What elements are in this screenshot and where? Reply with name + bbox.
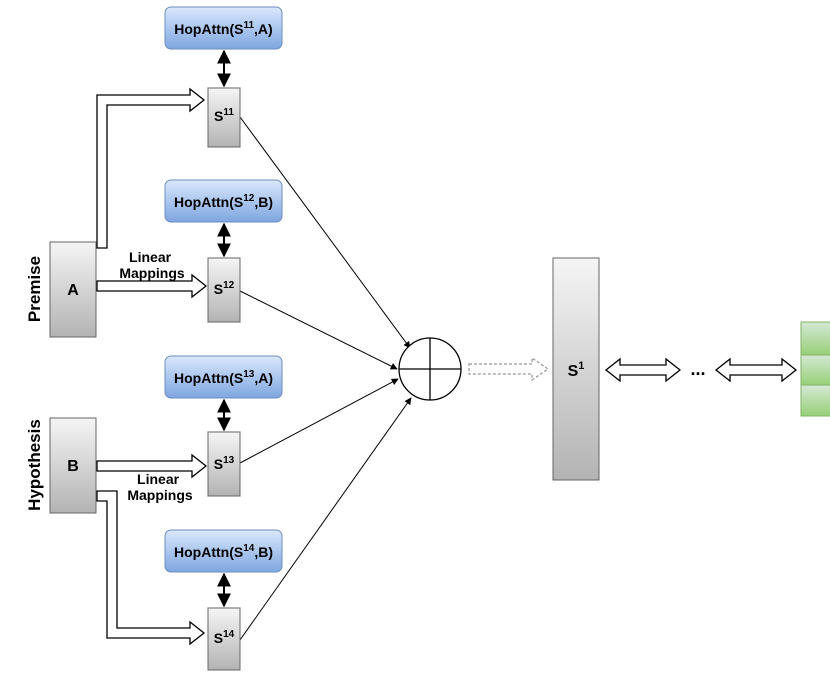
- svg-text:S13: S13: [214, 455, 235, 472]
- svg-text:HopAttn(S12,B): HopAttn(S12,B): [174, 193, 273, 210]
- svg-text:S12: S12: [214, 280, 235, 297]
- node-b-label: B: [67, 458, 79, 475]
- s11-node: S11: [207, 87, 241, 148]
- ellipsis-label: ...: [690, 359, 705, 379]
- linear-mappings-1-line2: Mappings: [119, 265, 185, 281]
- hop-attn-2-sup: 12: [243, 193, 255, 204]
- s12-node: S12: [207, 257, 241, 323]
- node-a-label: A: [67, 282, 79, 299]
- premise-label: Premise: [25, 256, 44, 322]
- s11-sup: 11: [223, 107, 234, 118]
- sum-node: [398, 337, 462, 401]
- output-vector-cell-3: [800, 384, 830, 417]
- svg-text:HopAttn(S14,B): HopAttn(S14,B): [174, 543, 273, 560]
- dashed-arrow-sum-to-s1: [468, 356, 550, 382]
- hop-attn-box-3: HopAttn(S13,A): [164, 355, 283, 399]
- hop-attn-4-prefix: HopAttn(S: [174, 544, 243, 560]
- connector-s11-to-sum: [239, 116, 411, 349]
- svg-text:S1: S1: [568, 360, 585, 380]
- linear-mappings-label-2: Linear Mappings: [127, 471, 193, 503]
- s14-base: S: [214, 630, 223, 646]
- svg-text:S11: S11: [214, 107, 234, 124]
- flow-arrow-b-to-s13: [96, 453, 208, 479]
- linear-mappings-2-line2: Mappings: [127, 487, 193, 503]
- hop-attn-box-2: HopAttn(S12,B): [164, 179, 283, 223]
- hop-attn-1-prefix: HopAttn(S: [174, 21, 243, 37]
- hop-attn-2-prefix: HopAttn(S: [174, 194, 243, 210]
- s12-base: S: [214, 281, 223, 297]
- s13-node: S13: [207, 431, 241, 497]
- svg-text:S14: S14: [214, 629, 235, 646]
- linear-mappings-label-1: Linear Mappings: [119, 249, 185, 281]
- linear-mappings-2-line1: Linear: [137, 471, 180, 487]
- double-arrow-s1-to-ellipsis: [604, 357, 682, 383]
- hop-attn-3-suffix: ,A): [254, 370, 273, 386]
- hop-attn-3-sup: 13: [243, 369, 255, 380]
- flow-arrow-a-to-s12: [96, 273, 208, 299]
- connector-s14-to-sum: [239, 397, 412, 641]
- s14-sup: 14: [223, 629, 235, 640]
- double-arrow-ellipsis-to-output: [714, 357, 798, 383]
- flow-arrow-a-to-s11: [96, 87, 206, 249]
- node-b: B: [49, 417, 97, 514]
- hop-attn-1-suffix: ,A): [254, 21, 273, 37]
- hypothesis-label: Hypothesis: [25, 419, 44, 511]
- output-vector: [800, 321, 830, 417]
- svg-text:HopAttn(S13,A): HopAttn(S13,A): [174, 369, 273, 386]
- s1-sup: 1: [578, 360, 584, 372]
- svg-text:HopAttn(S11,A): HopAttn(S11,A): [174, 20, 272, 37]
- flow-arrow-b-to-s14: [96, 490, 206, 646]
- s14-node: S14: [207, 607, 241, 671]
- s12-sup: 12: [223, 280, 235, 291]
- output-vector-cell-1: [800, 321, 830, 356]
- hop-attn-3-prefix: HopAttn(S: [174, 370, 243, 386]
- hop-attn-4-suffix: ,B): [254, 544, 273, 560]
- hop-attn-box-1: HopAttn(S11,A): [164, 6, 283, 50]
- hop-attn-box-4: HopAttn(S14,B): [164, 529, 283, 573]
- hop-attn-4-sup: 14: [243, 543, 255, 554]
- s1-base: S: [568, 363, 579, 380]
- s13-sup: 13: [223, 455, 235, 466]
- s11-base: S: [214, 108, 223, 124]
- output-vector-cell-2: [800, 354, 830, 386]
- connector-s12-to-sum: [239, 290, 398, 370]
- linear-mappings-1-line1: Linear: [129, 249, 172, 265]
- connector-s13-to-sum: [239, 378, 399, 464]
- s13-base: S: [214, 456, 223, 472]
- s1-node: S1: [552, 257, 600, 481]
- hop-attn-1-sup: 11: [243, 20, 254, 31]
- node-a: A: [49, 241, 97, 338]
- hop-attn-2-suffix: ,B): [254, 194, 273, 210]
